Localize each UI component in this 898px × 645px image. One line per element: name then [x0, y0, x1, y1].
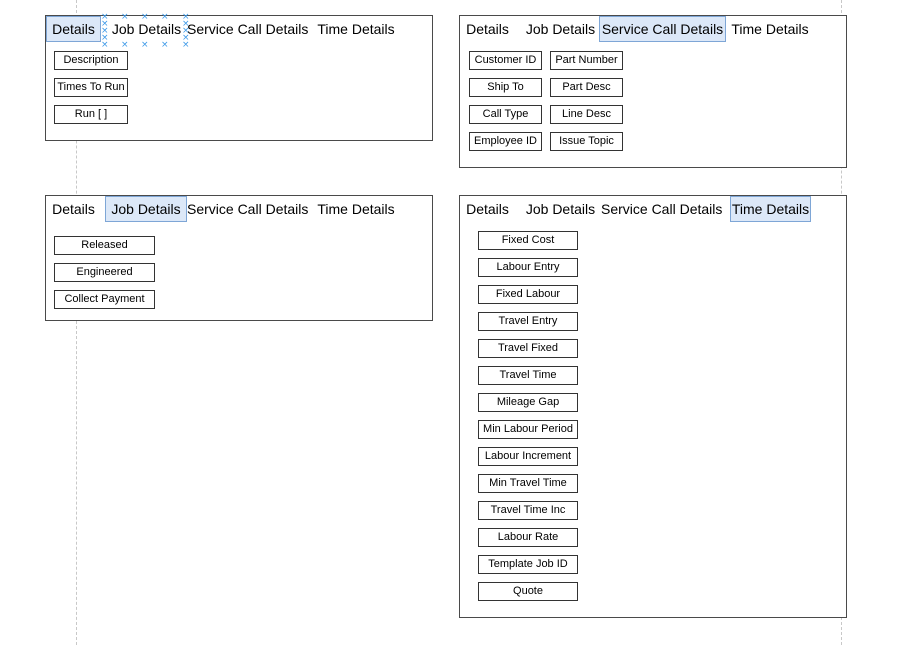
selection-handle-icon: ×	[182, 19, 190, 29]
selection-handle-icon: ×	[101, 19, 109, 29]
field-ship-to[interactable]: Ship To	[469, 78, 542, 97]
field-issue-topic[interactable]: Issue Topic	[550, 132, 623, 151]
selection-handle-icon: ×	[141, 12, 149, 22]
field-quote[interactable]: Quote	[478, 582, 578, 601]
tab-service-call-details[interactable]: Service Call Details	[599, 16, 726, 42]
field-labour-increment[interactable]: Labour Increment	[478, 447, 578, 466]
guide-line-left	[76, 0, 77, 645]
field-employee-id[interactable]: Employee ID	[469, 132, 542, 151]
panel-details: Details Job Details Service Call Details…	[45, 12, 433, 141]
selection-handle-icon: ×	[161, 12, 169, 22]
tab-time-details[interactable]: Time Details	[731, 21, 809, 37]
panel-service-call-details: Details Job Details Service Call Details…	[459, 15, 847, 168]
selection-handle-icon: ×	[141, 40, 149, 50]
field-travel-fixed[interactable]: Travel Fixed	[478, 339, 578, 358]
field-description[interactable]: Description	[54, 51, 128, 70]
selection-handle-icon: ×	[101, 40, 109, 50]
selection-handle-icon: ×	[121, 40, 129, 50]
tab-service-call-details[interactable]: Service Call Details	[187, 21, 309, 37]
tab-job-details[interactable]: Job Details	[111, 21, 182, 37]
tab-time-details[interactable]: Time Details	[730, 196, 811, 222]
tab-details[interactable]: Details	[46, 16, 101, 42]
tab-service-call-details[interactable]: Service Call Details	[601, 201, 723, 217]
field-fixed-labour[interactable]: Fixed Labour	[478, 285, 578, 304]
field-customer-id[interactable]: Customer ID	[469, 51, 542, 70]
field-line-desc[interactable]: Line Desc	[550, 105, 623, 124]
field-part-number[interactable]: Part Number	[550, 51, 623, 70]
selection-handle-icon: ×	[101, 12, 109, 22]
field-labour-rate[interactable]: Labour Rate	[478, 528, 578, 547]
field-min-labour-period[interactable]: Min Labour Period	[478, 420, 578, 439]
field-travel-entry[interactable]: Travel Entry	[478, 312, 578, 331]
selection-handle-icon: ×	[182, 33, 190, 43]
tab-job-details[interactable]: Job Details	[525, 201, 596, 217]
field-mileage-gap[interactable]: Mileage Gap	[478, 393, 578, 412]
selection-handle-icon: ×	[121, 12, 129, 22]
tab-details[interactable]: Details	[466, 21, 509, 37]
tab-time-details[interactable]: Time Details	[317, 21, 395, 37]
selection-handle-icon: ×	[182, 40, 190, 50]
tab-service-call-details[interactable]: Service Call Details	[187, 201, 309, 217]
field-times-to-run[interactable]: Times To Run	[54, 78, 128, 97]
field-run[interactable]: Run [ ]	[54, 105, 128, 124]
field-part-desc[interactable]: Part Desc	[550, 78, 623, 97]
tab-details[interactable]: Details	[52, 201, 95, 217]
tab-job-details[interactable]: Job Details	[105, 196, 187, 222]
field-released[interactable]: Released	[54, 236, 155, 255]
field-travel-time[interactable]: Travel Time	[478, 366, 578, 385]
field-engineered[interactable]: Engineered	[54, 263, 155, 282]
tab-time-details[interactable]: Time Details	[317, 201, 395, 217]
selection-handle-icon: ×	[182, 26, 190, 36]
selection-handle-icon: ×	[101, 33, 109, 43]
panel-job-details: Details Job Details Service Call Details…	[45, 195, 433, 321]
field-collect-payment[interactable]: Collect Payment	[54, 290, 155, 309]
selection-handle-icon: ×	[161, 40, 169, 50]
field-min-travel-time[interactable]: Min Travel Time	[478, 474, 578, 493]
field-template-job-id[interactable]: Template Job ID	[478, 555, 578, 574]
field-call-type[interactable]: Call Type	[469, 105, 542, 124]
tab-job-details[interactable]: Job Details	[525, 21, 596, 37]
field-travel-time-inc[interactable]: Travel Time Inc	[478, 501, 578, 520]
panel-time-details: Details Job Details Service Call Details…	[459, 195, 847, 618]
tab-details[interactable]: Details	[466, 201, 509, 217]
field-fixed-cost[interactable]: Fixed Cost	[478, 231, 578, 250]
field-labour-entry[interactable]: Labour Entry	[478, 258, 578, 277]
selection-handle-icon: ×	[101, 26, 109, 36]
selection-handle-icon: ×	[182, 12, 190, 22]
